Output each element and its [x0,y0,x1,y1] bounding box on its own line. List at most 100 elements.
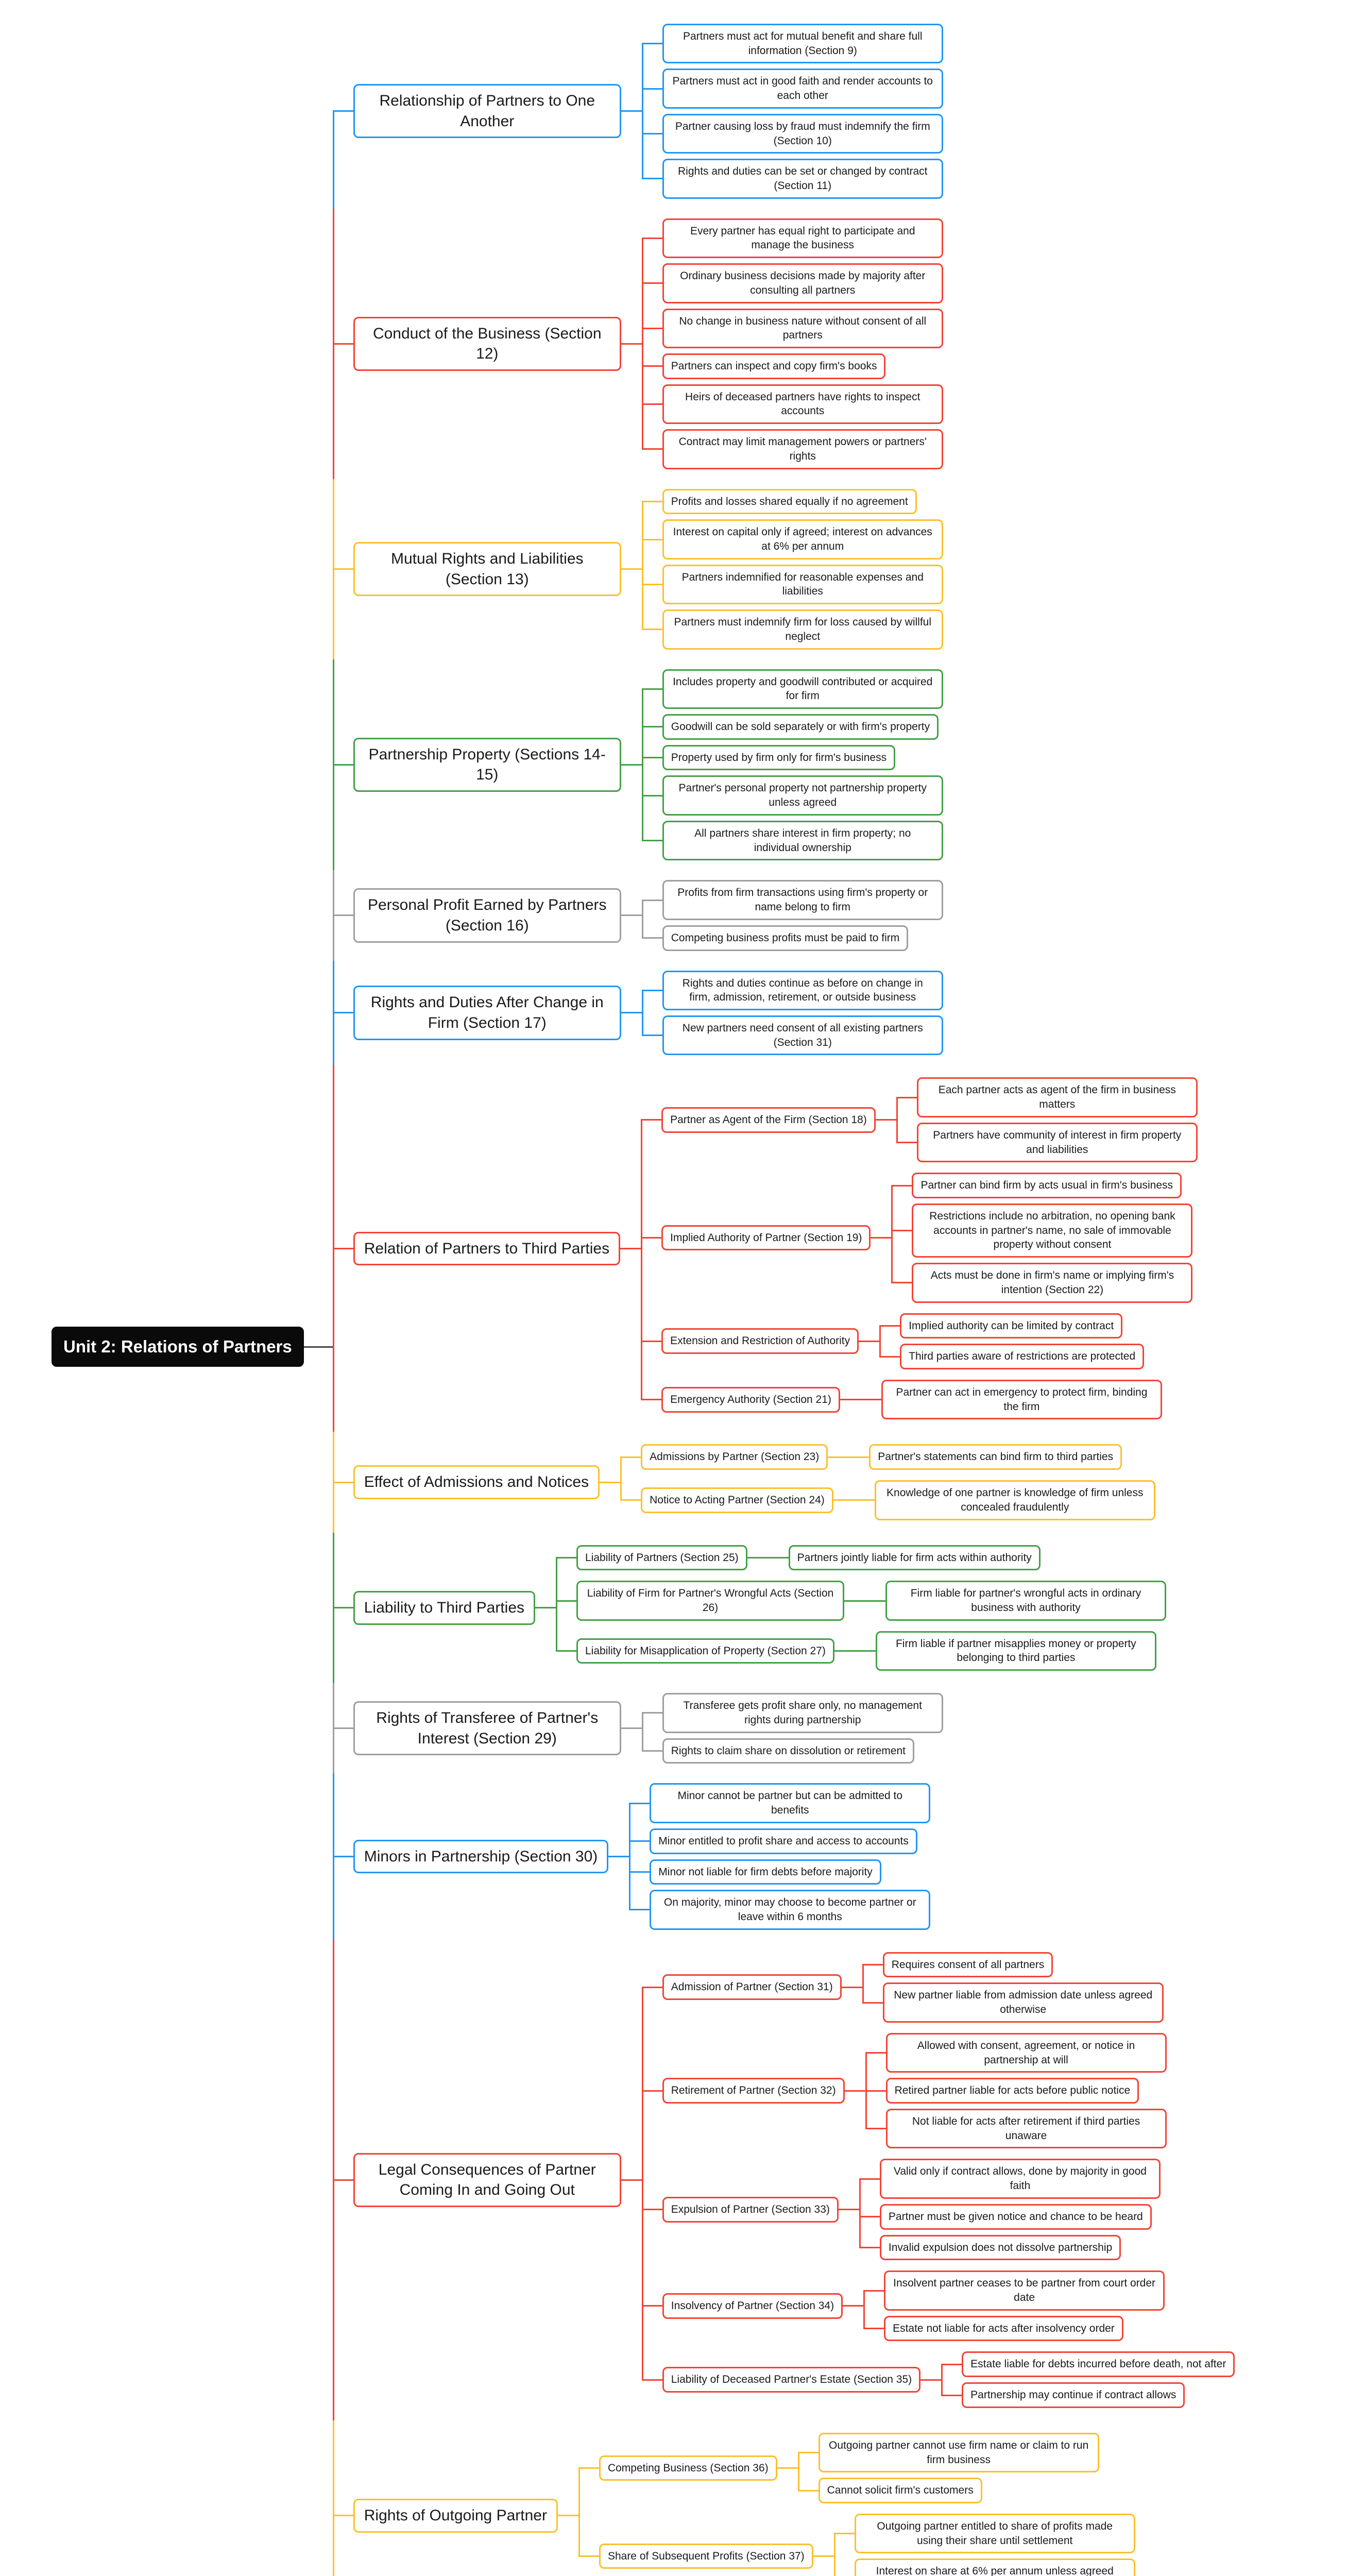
topic-node: Admissions by Partner (Section 23) [641,1444,828,1470]
tree-connector-row: Valid only if contract allows, done by m… [859,2156,1161,2202]
tree-connector-row: Partners indemnified for reasonable expe… [641,562,943,607]
topic-node: Admission of Partner (Section 31) [662,1974,842,2001]
tree-branch: Liability of Firm for Partner's Wrongful… [576,1578,1166,1623]
tree-branch: Mutual Rights and Liabilities (Section 1… [353,486,943,652]
tree-connector-row: Profits from firm transactions using fir… [641,877,943,923]
tree-connector-row: Restrictions include no arbitration, no … [891,1200,1193,1261]
topic-node: Retirement of Partner (Section 32) [662,2078,845,2104]
tree-branch: Partner can act in emergency to protect … [881,1380,1162,1420]
tree-branch: Estate liable for debts incurred before … [962,2351,1235,2378]
tree-branch: Liability of Partners (Section 25)Partne… [576,1543,1041,1573]
tree-connector-row: Third parties aware of restrictions are … [879,1341,1145,1372]
topic-node: Competing Business (Section 36) [599,2455,777,2481]
detail-node: Partner can act in emergency to protect … [881,1380,1162,1420]
tree-branch: Restrictions include no arbitration, no … [912,1203,1193,1258]
topic-node: Partner as Agent of the Firm (Section 18… [661,1107,876,1133]
detail-node: Every partner has equal right to partici… [662,218,943,259]
detail-node: Rights and duties continue as before on … [662,970,943,1010]
tree-branch: Implied authority can be limited by cont… [900,1313,1123,1339]
detail-node: Outgoing partner entitled to share of pr… [854,2514,1135,2554]
detail-node: Partner causing loss by fraud must indem… [662,113,943,154]
detail-node: Partners indemnified for reasonable expe… [662,564,943,605]
tree-connector-row: Insolvent partner ceases to be partner f… [863,2268,1165,2314]
tree-connector-row: Minor not liable for firm debts before m… [629,1856,930,1888]
tree-connector-row: Mutual Rights and Liabilities (Section 1… [332,479,1235,659]
tree-connector-row: Ordinary business decisions made by majo… [641,261,943,306]
tree-connector-row: Minor entitled to profit share and acces… [629,1825,930,1857]
detail-node: Property used by firm only for firm's bu… [662,744,896,771]
tree-connector-row: Liability of Firm for Partner's Wrongful… [556,1575,1166,1626]
detail-node: Valid only if contract allows, done by m… [879,2159,1161,2199]
tree-branch: Cannot solicit firm's customers [818,2478,982,2504]
tree-connector-row: Outgoing partner cannot use firm name or… [797,2430,1099,2476]
topic-node: Expulsion of Partner (Section 33) [662,2196,839,2223]
detail-node: Partner's personal property not partners… [662,775,943,816]
tree-connector-row: Not liable for acts after retirement if … [865,2106,1167,2151]
tree-connector-row: Competing Business (Section 36) Outgoing … [578,2428,1135,2509]
tree-connector-row: On majority, minor may choose to become … [629,1887,931,1932]
tree-branch: Admissions by Partner (Section 23)Partne… [641,1442,1122,1472]
tree-connector-row: Partner as Agent of the Firm (Section 18… [641,1072,1198,1168]
tree-branch: Partners must act for mutual benefit and… [662,23,943,64]
root-node: Unit 2: Relations of Partners [52,1327,304,1367]
tree-branch: Personal Profit Earned by Partners (Sect… [353,877,943,953]
detail-node: Third parties aware of restrictions are … [900,1344,1145,1369]
tree-connector-row: Partner's personal property not partners… [641,773,943,819]
tree-branch: Insolvency of Partner (Section 34)Insolv… [662,2268,1165,2344]
tree-connector-row: Minor cannot be partner but can be admit… [629,1781,931,1826]
topic-node: Mutual Rights and Liabilities (Section 1… [353,541,621,597]
tree-connector-row: Implied Authority of Partner (Section 19… [641,1167,1198,1308]
tree-connector-row: Retired partner liable for acts before p… [865,2075,1167,2106]
tree-branch: Retirement of Partner (Section 32)Allowe… [662,2030,1167,2151]
tree-branch: Partner can bind firm by acts usual in f… [912,1173,1182,1198]
tree-branch: Legal Consequences of Partner Coming In … [353,1947,1235,2413]
tree-connector-row: Partners must indemnify firm for loss ca… [641,607,943,652]
tree-branch: Contract may limit management powers or … [662,429,943,469]
tree-connector-row: Legal Consequences of Partner Coming In … [332,1939,1235,2421]
tree-branch: No change in business nature without con… [662,308,943,348]
detail-node: Competing business profits must be paid … [662,925,909,951]
tree-connector-row: Expulsion of Partner (Section 33) Valid o… [641,2154,1235,2266]
tree-connector-row: Partner causing loss by fraud must indem… [641,111,943,157]
tree-branch: New partner liable from admission date u… [882,1982,1164,2023]
detail-node: Cannot solicit firm's customers [818,2478,982,2504]
tree-branch: Each partner acts as agent of the firm i… [916,1077,1198,1117]
tree-branch: Partners jointly liable for firm acts wi… [788,1545,1041,1571]
tree-connector-row: Firm liable for partner's wrongful acts … [865,1578,1166,1623]
tree-connector-row: Competing business profits must be paid … [641,922,943,954]
detail-node: Outgoing partner cannot use firm name or… [818,2432,1099,2473]
tree-branch: Outgoing partner cannot use firm name or… [818,2432,1099,2473]
detail-node: Acts must be done in firm's name or impl… [912,1263,1193,1303]
detail-node: All partners share interest in firm prop… [662,820,943,861]
tree-connector-row: Liability for Misapplication of Property… [556,1625,1166,1676]
tree-connector-row: Personal Profit Earned by Partners (Sect… [332,870,1235,961]
detail-node: Restrictions include no arbitration, no … [912,1203,1193,1258]
tree-branch: Valid only if contract allows, done by m… [879,2159,1161,2199]
tree-branch: Liability of Deceased Partner's Estate (… [662,2349,1235,2410]
detail-node: Includes property and goodwill contribut… [662,669,943,709]
tree-connector-row: Partner can act in emergency to protect … [860,1377,1162,1422]
tree-branch: New partners need consent of all existin… [662,1015,943,1056]
detail-node: Rights to claim share on dissolution or … [662,1738,914,1764]
tree-connector-row: Retirement of Partner (Section 32)Allowe… [641,2027,1235,2154]
topic-node: Share of Subsequent Profits (Section 37) [599,2543,813,2569]
detail-node: Partners must act in good faith and rend… [662,69,943,109]
detail-node: Firm liable if partner misapplies money … [875,1631,1156,1671]
tree-branch: Estate not liable for acts after insolve… [884,2315,1123,2342]
detail-node: Implied authority can be limited by cont… [900,1313,1123,1339]
tree-connector-row: All partners share interest in firm prop… [641,818,943,863]
detail-node: Heirs of deceased partners have rights t… [662,384,943,425]
tree-branch: Partners must act in good faith and rend… [662,69,943,109]
tree-connector-row: Rights of Transferee of Partner's Intere… [332,1683,1235,1774]
tree-branch: Interest on share at 6% per annum unless… [854,2558,1135,2576]
topic-node: Liability for Misapplication of Property… [576,1638,834,1664]
tree-branch: Rights and Duties After Change in Firm (… [353,968,943,1058]
tree-connector-row: Implied authority can be limited by cont… [879,1311,1144,1342]
detail-node: New partners need consent of all existin… [662,1015,943,1056]
topic-node: Partnership Property (Sections 14-15) [353,737,621,792]
